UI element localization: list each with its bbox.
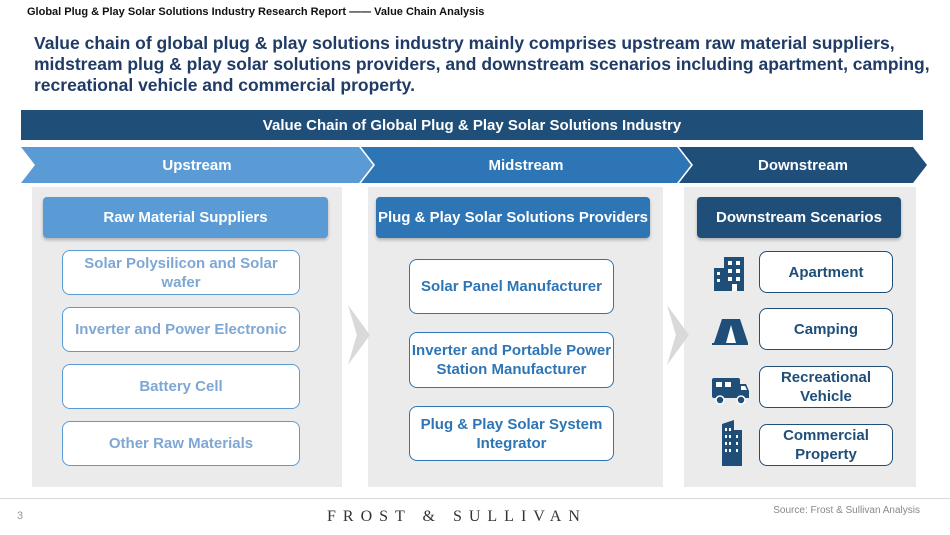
- stage-midstream: Midstream: [361, 147, 691, 183]
- downstream-item: Recreational Vehicle: [759, 366, 893, 408]
- downstream-header: Downstream Scenarios: [697, 197, 901, 238]
- stage-upstream: Upstream: [21, 147, 373, 183]
- footer-divider: [0, 498, 950, 499]
- rv-icon: [712, 378, 749, 405]
- frost-sullivan-logo: FROST & SULLIVAN: [327, 508, 587, 525]
- report-title: Global Plug & Play Solar Solutions Indus…: [27, 6, 485, 18]
- value-chain-banner: Value Chain of Global Plug & Play Solar …: [21, 110, 923, 140]
- upstream-item: Other Raw Materials: [62, 421, 300, 466]
- midstream-header: Plug & Play Solar Solutions Providers: [376, 197, 650, 238]
- stage-downstream: Downstream: [679, 147, 927, 183]
- downstream-item: Apartment: [759, 251, 893, 293]
- source-note: Source: Frost & Sullivan Analysis: [773, 505, 920, 516]
- midstream-item: Solar Panel Manufacturer: [409, 259, 614, 314]
- downstream-item: Commercial Property: [759, 424, 893, 466]
- upstream-item: Battery Cell: [62, 364, 300, 409]
- headline: Value chain of global plug & play soluti…: [34, 33, 930, 95]
- skyscraper-icon: [722, 420, 742, 466]
- upstream-item: Inverter and Power Electronic: [62, 307, 300, 352]
- downstream-item: Camping: [759, 308, 893, 350]
- midstream-item: Inverter and Portable Power Station Manu…: [409, 332, 614, 388]
- flow-chevron-1: [348, 305, 370, 365]
- page-number: 3: [17, 510, 24, 522]
- midstream-item: Plug & Play Solar System Integrator: [409, 406, 614, 461]
- upstream-header: Raw Material Suppliers: [43, 197, 328, 238]
- apartment-icon: [714, 257, 744, 291]
- upstream-item: Solar Polysilicon and Solar wafer: [62, 250, 300, 295]
- tent-icon: [712, 319, 748, 345]
